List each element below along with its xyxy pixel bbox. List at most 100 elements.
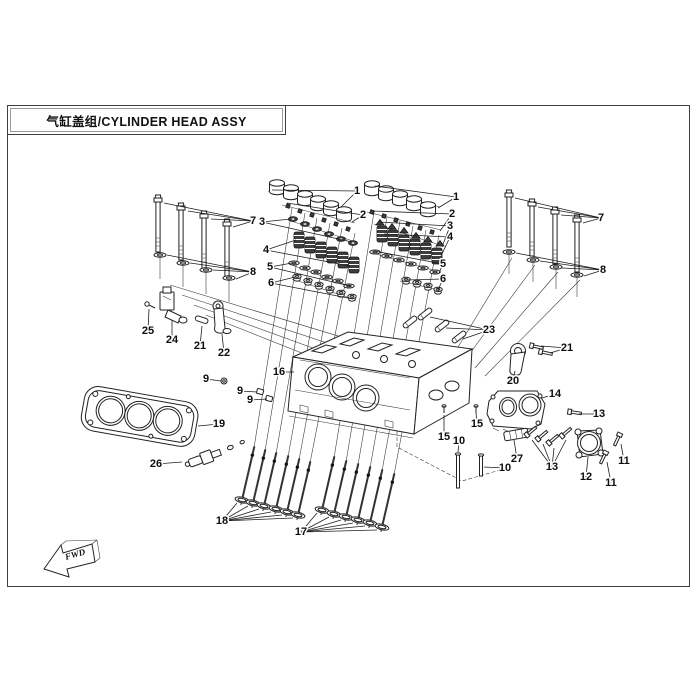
callout-4: 4 <box>383 230 455 257</box>
callout-7: 7 <box>163 202 258 229</box>
svg-text:4: 4 <box>263 244 270 256</box>
bracket-22 <box>212 300 232 334</box>
title-box: 气缸盖组/CYLINDER HEAD ASSY <box>7 105 286 135</box>
head-gasket <box>80 385 199 447</box>
svg-text:6: 6 <box>268 277 274 289</box>
svg-text:17: 17 <box>295 526 307 538</box>
svg-text:21: 21 <box>194 340 206 352</box>
callout-23: 23 <box>429 316 497 340</box>
svg-text:15: 15 <box>471 418 483 430</box>
valve-stem-seals-left <box>291 273 357 302</box>
callout-16: 16 <box>271 365 294 380</box>
callout-17: 17 <box>293 512 378 540</box>
valve-springs-right <box>376 225 443 265</box>
callout-25: 25 <box>140 308 156 339</box>
spring-seats-right <box>368 249 441 275</box>
callout-12: 12 <box>578 456 594 485</box>
svg-text:8: 8 <box>600 264 606 276</box>
callout-10: 10 <box>483 461 513 476</box>
svg-text:13: 13 <box>593 408 605 420</box>
spring-retainers-left <box>287 216 358 246</box>
svg-text:16: 16 <box>273 366 285 378</box>
valve-stem-seals-right <box>399 276 443 295</box>
svg-text:1: 1 <box>453 191 459 203</box>
svg-text:2: 2 <box>360 209 366 221</box>
callout-8: 8 <box>166 254 258 280</box>
cover-12 <box>574 427 605 459</box>
svg-text:10: 10 <box>453 435 465 447</box>
page-frame <box>7 105 690 587</box>
cylinder-head <box>287 331 474 439</box>
callout-15: 15 <box>469 412 485 432</box>
svg-text:19: 19 <box>213 418 225 430</box>
svg-text:4: 4 <box>447 231 454 243</box>
callout-21: 21 <box>192 325 208 354</box>
title-box-inner-border: 气缸盖组/CYLINDER HEAD ASSY <box>10 108 283 132</box>
svg-text:12: 12 <box>580 471 592 483</box>
callout-1: 1 <box>271 184 362 208</box>
svg-text:11: 11 <box>605 477 617 489</box>
callout-11: 11 <box>617 443 631 469</box>
svg-text:25: 25 <box>142 325 154 337</box>
intake-adapter <box>486 390 546 435</box>
callout-11: 11 <box>604 461 618 491</box>
svg-text:10: 10 <box>499 462 511 474</box>
callout-5: 5 <box>373 250 448 274</box>
svg-text:27: 27 <box>511 453 523 465</box>
callout-7: 7 <box>514 197 606 226</box>
valve-springs-left <box>292 231 360 274</box>
spring-seats-left <box>288 260 355 289</box>
svg-text:8: 8 <box>250 266 256 278</box>
pin-21-left <box>194 315 209 324</box>
lift-bracket <box>509 343 526 376</box>
callout-5: 5 <box>265 260 351 287</box>
callout-4: 4 <box>261 239 351 267</box>
callout-27: 27 <box>509 439 525 467</box>
svg-text:9: 9 <box>247 394 253 406</box>
dowel-pins <box>401 306 468 345</box>
svg-text:6: 6 <box>440 273 446 285</box>
callout-3: 3 <box>257 215 353 243</box>
callout-13: 13 <box>579 407 607 422</box>
callout-22: 22 <box>216 333 232 361</box>
callout-15: 15 <box>436 415 452 445</box>
svg-text:14: 14 <box>549 388 562 400</box>
svg-text:24: 24 <box>166 334 179 346</box>
callout-20: 20 <box>505 370 521 389</box>
callout-2: 2 <box>286 202 368 223</box>
callout-13: 13 <box>531 439 567 475</box>
svg-text:7: 7 <box>250 215 256 227</box>
callout-21: 21 <box>540 341 575 356</box>
callout-6: 6 <box>266 276 354 300</box>
callout-14: 14 <box>541 387 563 402</box>
callout-9: 9 <box>245 393 268 408</box>
intake-valves <box>232 443 319 523</box>
callout-10: 10 <box>451 434 467 453</box>
svg-text:7: 7 <box>598 212 604 224</box>
valve-tappets-left <box>267 179 352 223</box>
callout-1: 1 <box>374 185 461 209</box>
callout-2: 2 <box>372 207 457 232</box>
page-title: 气缸盖组/CYLINDER HEAD ASSY <box>46 114 247 129</box>
valve-cotters-right <box>366 209 442 235</box>
bracket-bolts-21 <box>528 342 554 358</box>
callout-9: 9 <box>201 372 222 387</box>
spark-plug <box>184 439 245 468</box>
svg-text:11: 11 <box>618 455 630 467</box>
sensor-screw <box>144 301 156 309</box>
svg-text:23: 23 <box>483 324 495 336</box>
fwd-arrow-icon: FWD <box>43 539 101 578</box>
svg-text:26: 26 <box>150 458 162 470</box>
svg-text:3: 3 <box>259 216 265 228</box>
svg-text:9: 9 <box>203 373 209 385</box>
svg-text:21: 21 <box>561 342 573 354</box>
svg-text:5: 5 <box>267 261 273 273</box>
svg-text:20: 20 <box>507 375 519 387</box>
svg-text:3: 3 <box>447 220 453 232</box>
svg-text:9: 9 <box>237 385 243 397</box>
callout-24: 24 <box>164 320 180 348</box>
callout-6: 6 <box>404 272 448 291</box>
